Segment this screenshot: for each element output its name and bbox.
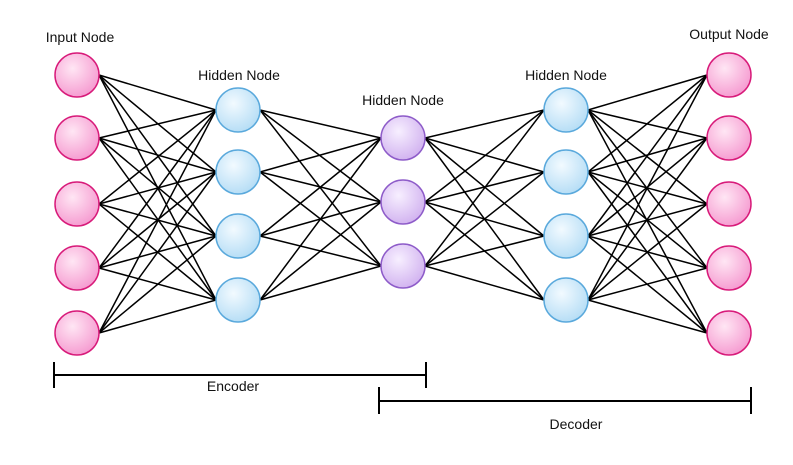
output-node (706, 52, 752, 98)
connection-edge (98, 299, 217, 334)
bottleneck-node (380, 115, 426, 161)
connection-edge (259, 137, 382, 173)
input-node (54, 115, 100, 161)
connection-edge (259, 137, 382, 237)
hidden-node (543, 87, 589, 133)
decoder-label: Decoder (550, 416, 603, 432)
output-node (706, 245, 752, 291)
connection-edge (98, 109, 217, 334)
connection-edge (98, 137, 217, 173)
connection-edge (424, 109, 545, 203)
encoder-bracket (53, 362, 427, 388)
decoder-bracket (378, 387, 752, 414)
output-layer-label: Output Node (689, 26, 769, 42)
hidden-node (215, 277, 261, 323)
hidden-node (543, 277, 589, 323)
hidden-node (543, 149, 589, 195)
bottleneck-node (380, 179, 426, 225)
connection-edge (424, 109, 545, 139)
output-node (706, 115, 752, 161)
connection-edge (98, 235, 217, 334)
connection-edge (587, 74, 708, 301)
connection-edge (587, 74, 708, 237)
input-layer-label: Input Node (46, 29, 115, 45)
connection-edge (424, 235, 545, 267)
connection-edge (98, 74, 217, 111)
encoder-label: Encoder (207, 378, 259, 394)
input-node (54, 52, 100, 98)
hidden-node (215, 213, 261, 259)
connection-edge (424, 171, 545, 267)
input-node (54, 181, 100, 227)
connection-edge (259, 109, 382, 267)
hidden-node (215, 149, 261, 195)
output-node (706, 310, 752, 356)
connection-edge (587, 74, 708, 111)
connection-edge (587, 74, 708, 173)
connection-edge (259, 265, 382, 301)
connection-edge (98, 109, 217, 139)
connection-edge (98, 137, 217, 301)
hidden-layer-1-label: Hidden Node (198, 67, 280, 83)
connections (98, 74, 708, 334)
hidden-layer-3-label: Hidden Node (525, 67, 607, 83)
connection-edge (587, 267, 708, 301)
input-node (54, 245, 100, 291)
connection-edge (98, 171, 217, 334)
connection-edge (98, 137, 217, 237)
bottleneck-node (380, 243, 426, 289)
hidden-node (215, 87, 261, 133)
connection-edge (587, 109, 708, 334)
output-node (706, 181, 752, 227)
connection-edge (587, 299, 708, 334)
connection-edge (259, 137, 382, 301)
connection-edge (587, 203, 708, 301)
connection-edge (587, 137, 708, 301)
input-node (54, 310, 100, 356)
nodes (54, 52, 752, 356)
connection-edge (98, 109, 217, 205)
connection-edge (259, 201, 382, 301)
connection-edge (259, 109, 382, 139)
connection-edge (587, 109, 708, 205)
connection-edge (424, 137, 545, 173)
connection-edge (98, 109, 217, 269)
hidden-node (543, 213, 589, 259)
hidden-layer-2-label: Hidden Node (362, 92, 444, 108)
connection-edge (259, 109, 382, 203)
connection-edge (424, 265, 545, 301)
connection-edge (424, 109, 545, 267)
